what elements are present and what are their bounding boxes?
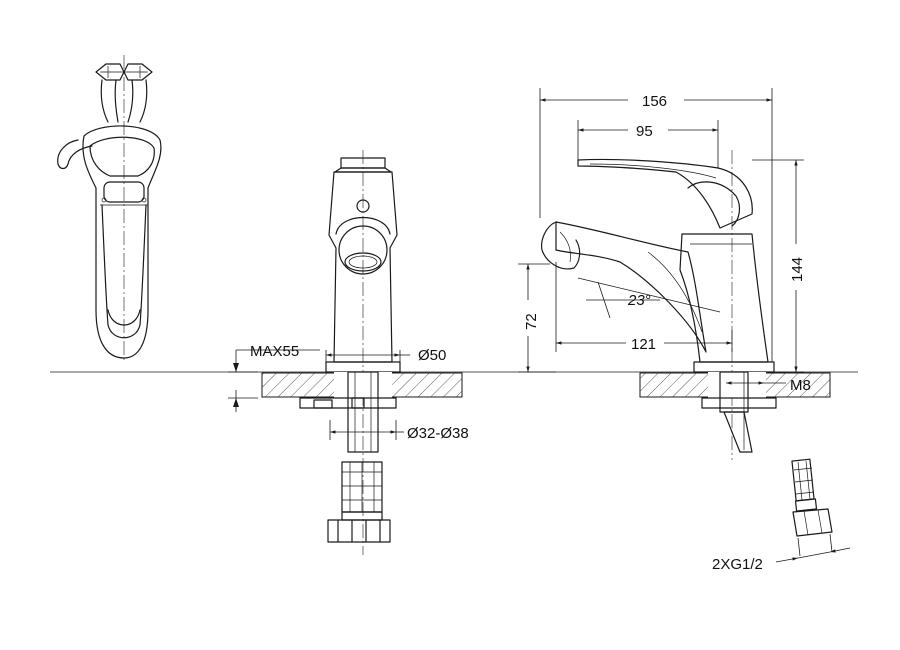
side-view: [541, 150, 831, 460]
dimension-height-outlet: 72: [518, 263, 556, 373]
label-hole-diameter: Ø32-Ø38: [407, 425, 469, 442]
label-stud-thread: M8: [790, 377, 811, 394]
label-reach: 121: [631, 336, 656, 353]
dimension-width-spout: 95: [577, 120, 719, 168]
dimension-height-total: 144: [752, 159, 806, 373]
dimension-width-total: 156: [539, 88, 773, 362]
label-height-outlet: 72: [523, 313, 540, 330]
label-hose-connection: 2XG1/2: [712, 556, 763, 573]
dimension-reach: 121: [555, 262, 733, 353]
dimension-base-diameter: Ø50: [325, 347, 446, 364]
top-view: [57, 55, 162, 362]
label-height-total: 144: [789, 257, 806, 282]
label-max-thickness: MAX55: [250, 343, 299, 360]
label-base-diameter: Ø50: [418, 347, 446, 364]
label-width-total: 156: [642, 93, 667, 110]
front-view: [261, 150, 463, 555]
dimension-max-thickness: MAX55: [228, 343, 320, 412]
hose-detail: 2XG1/2: [712, 458, 851, 573]
dimension-hole-diameter: Ø32-Ø38: [329, 420, 469, 442]
label-angle: 23°: [627, 292, 651, 309]
label-width-spout: 95: [636, 123, 653, 140]
dimension-angle: 23°: [577, 277, 721, 319]
dimension-stud-thread: M8: [726, 377, 811, 394]
